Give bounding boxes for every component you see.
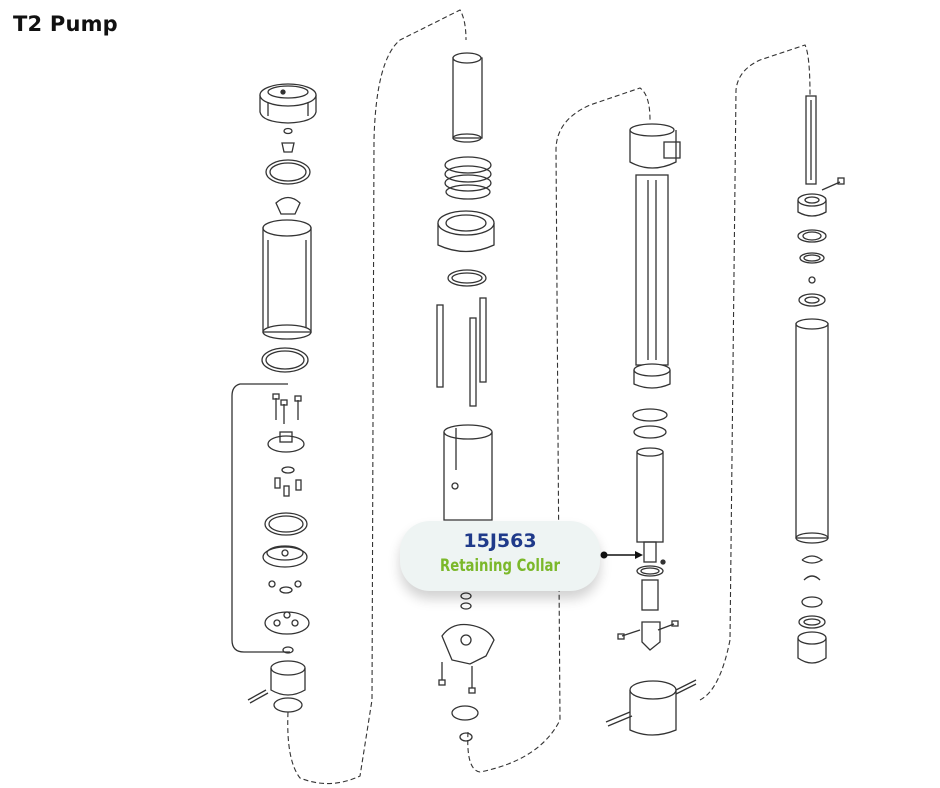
manifold	[441, 623, 495, 665]
callout-part-name: Retaining Collar	[440, 556, 560, 576]
packing-nut	[437, 223, 495, 253]
bracket-line	[231, 383, 290, 653]
dashed-connector-lines	[287, 9, 811, 785]
callout-pointer	[600, 551, 643, 559]
column-3-parts	[605, 123, 697, 736]
pump-frame	[635, 174, 669, 366]
clamp	[629, 690, 677, 736]
part-callout: 15J563 Retaining Collar	[400, 521, 600, 591]
column-2-parts	[436, 52, 495, 742]
cylinder	[262, 227, 312, 333]
column-4-parts	[795, 95, 845, 664]
callout-part-number: 15J563	[463, 530, 537, 552]
pump-cap	[259, 95, 317, 124]
end-fitting	[797, 638, 827, 664]
shaft	[805, 95, 817, 185]
outlet-head	[629, 130, 677, 169]
o-ring	[265, 159, 311, 185]
page-title: T2 Pump	[13, 12, 118, 36]
column-1-parts	[247, 83, 317, 713]
retaining-collar-part	[636, 565, 664, 577]
piston-rod	[636, 451, 664, 543]
packing-stack	[444, 156, 492, 200]
outer-tube	[795, 323, 829, 539]
sleeve	[452, 57, 483, 139]
split-tube	[443, 432, 493, 521]
lower-housing	[270, 668, 306, 696]
